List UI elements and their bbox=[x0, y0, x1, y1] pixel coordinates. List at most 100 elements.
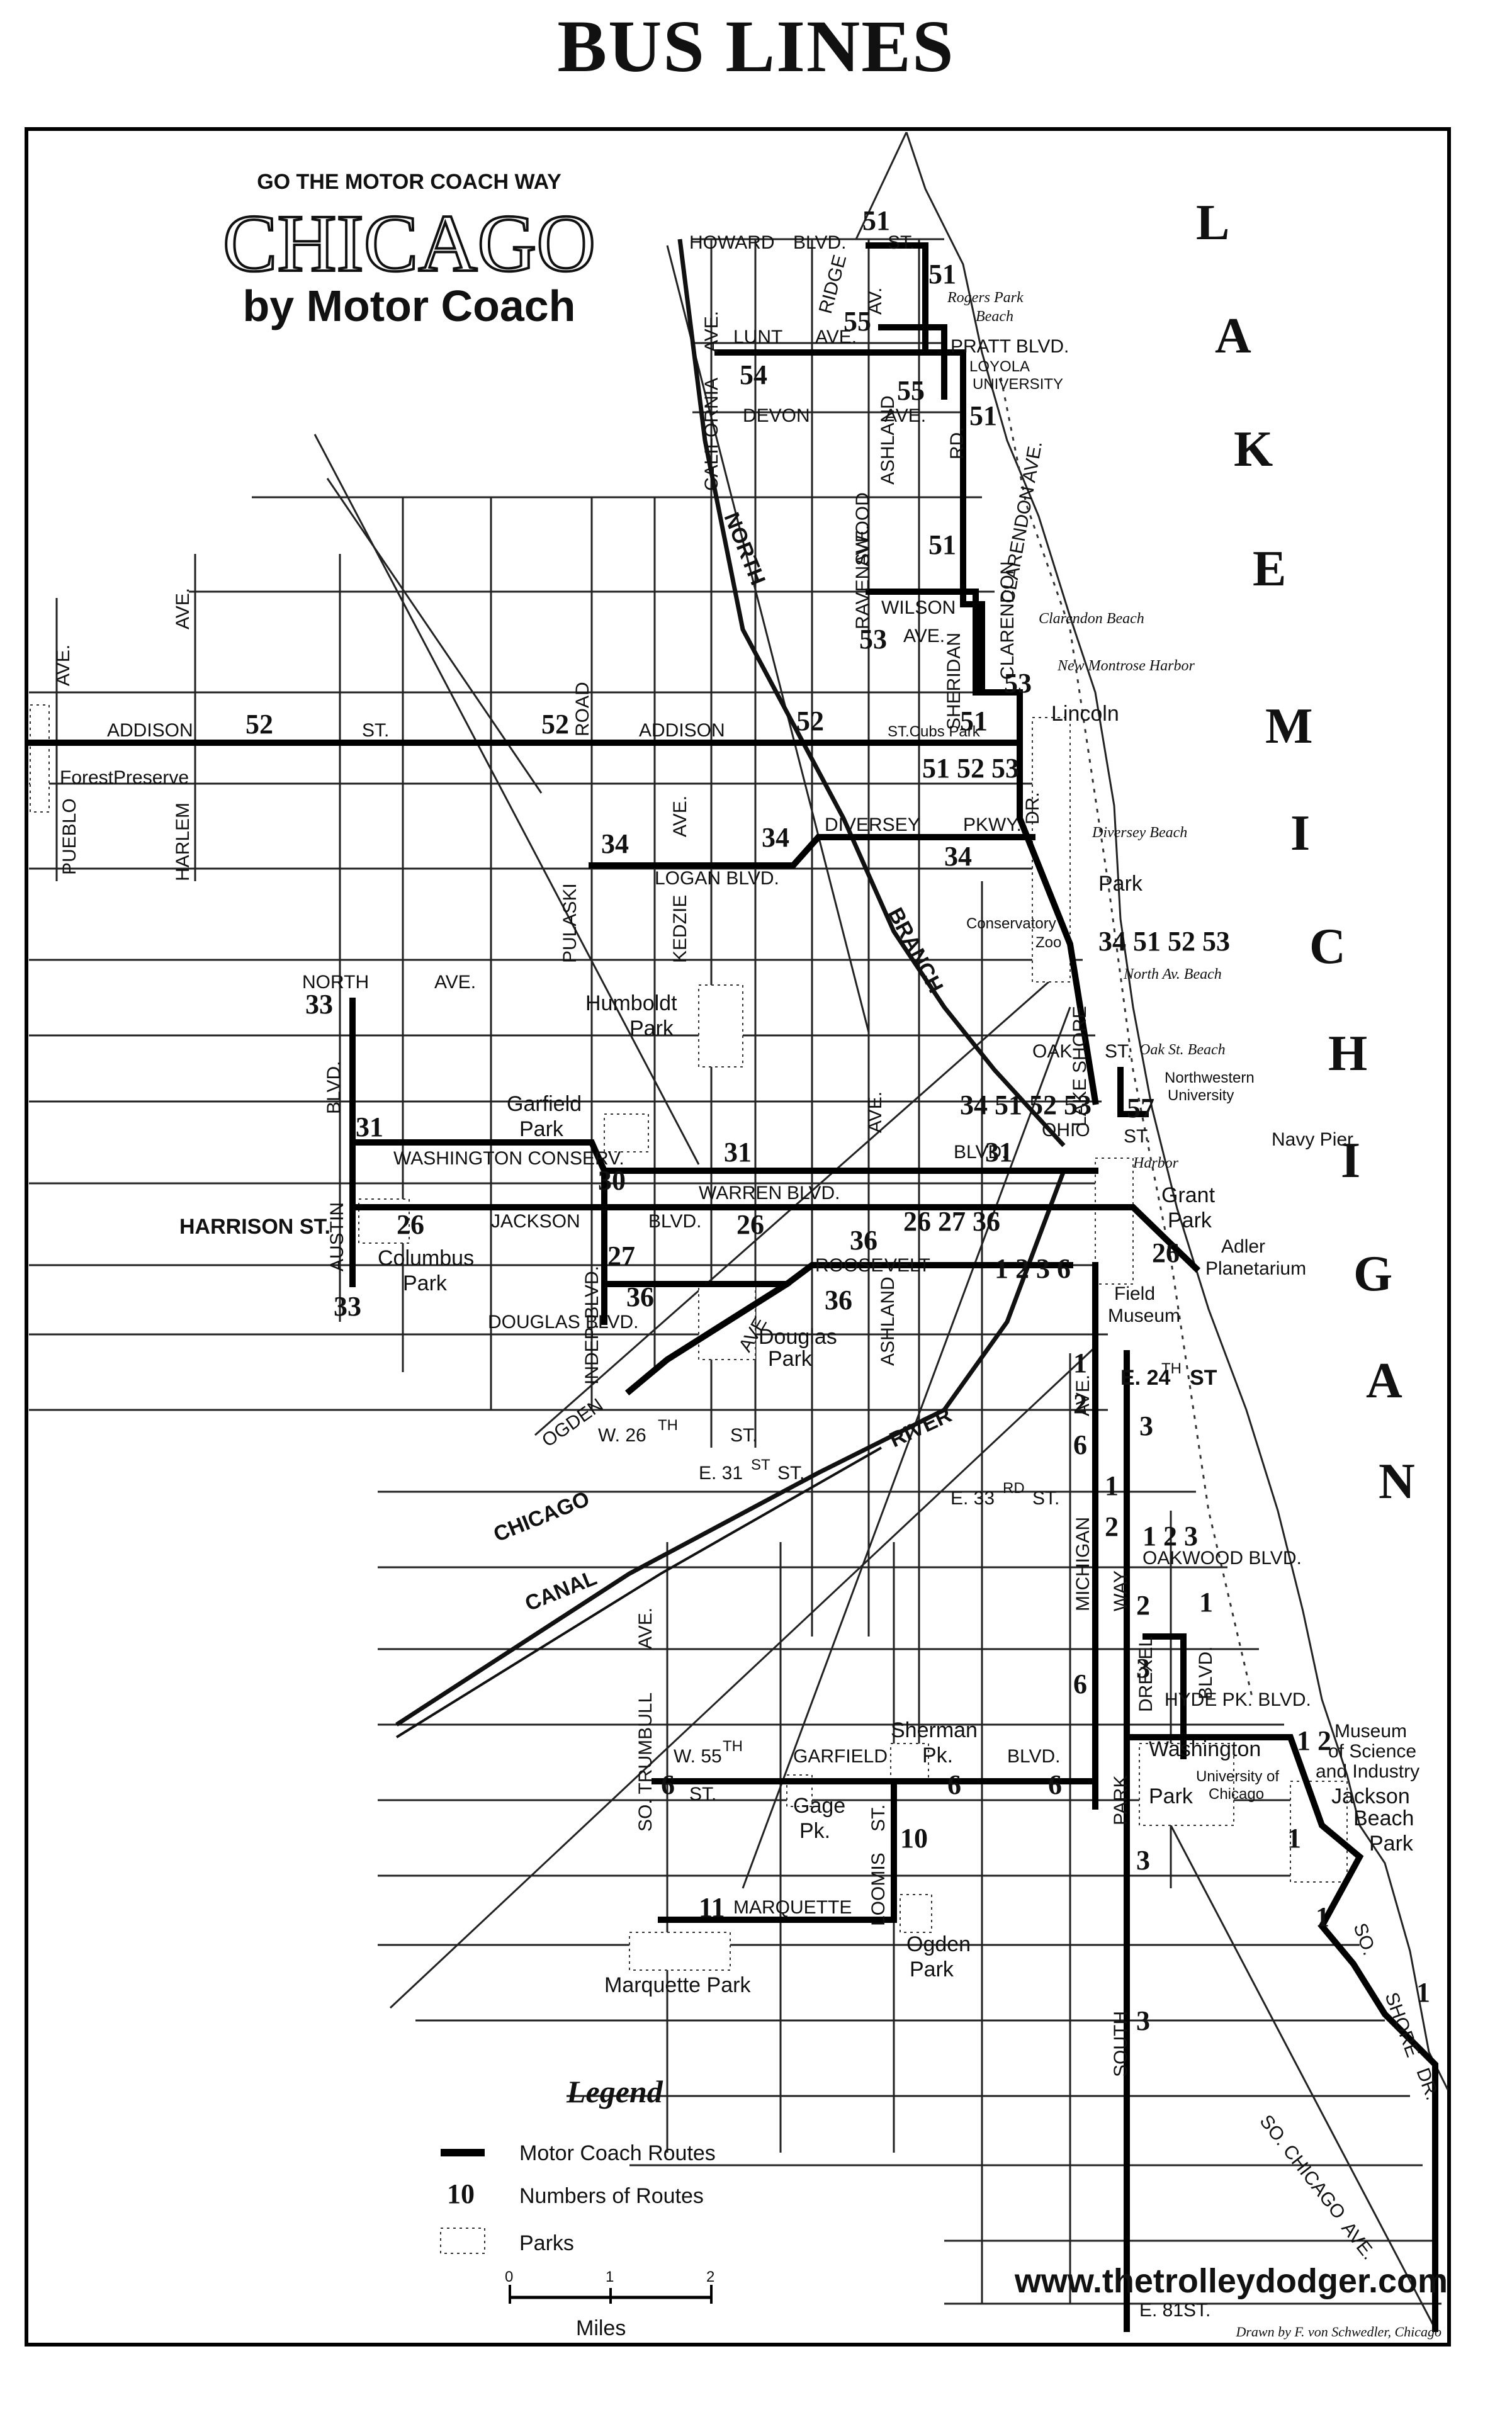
place-marquette-park: Marquette Park bbox=[604, 1973, 751, 1997]
route-label: 11 bbox=[699, 1892, 725, 1923]
garfield-park-area bbox=[604, 1113, 649, 1152]
lake-letter-1: L bbox=[1196, 195, 1229, 251]
route-label: 53 bbox=[1004, 668, 1032, 699]
sanitary-canal bbox=[395, 1446, 882, 1738]
label-california: CALIFORNIA bbox=[701, 378, 722, 491]
route-1-2-jackson-park bbox=[1124, 1734, 1438, 2332]
route-label: 33 bbox=[334, 1291, 361, 1322]
chicago-river-south-branch bbox=[395, 1169, 1066, 1727]
route-label: 30 bbox=[598, 1165, 626, 1196]
chicago-river-north-branch bbox=[677, 239, 1066, 1147]
route-label: 34 bbox=[762, 822, 789, 853]
sherman-park-area bbox=[890, 1743, 929, 1782]
route-label: 1 2 3 bbox=[1142, 1521, 1198, 1552]
route-label: 26 bbox=[1152, 1237, 1180, 1268]
place-garfield-a: Garfield bbox=[507, 1092, 582, 1116]
place-jackson-c: Park bbox=[1369, 1832, 1414, 1856]
route-label: 55 bbox=[897, 375, 925, 406]
route-1-drexel bbox=[1142, 1633, 1187, 1759]
route-label: 34 bbox=[601, 828, 629, 859]
place-gage-a: Gage bbox=[793, 1794, 845, 1818]
label-e31-st2: ST. bbox=[777, 1463, 804, 1484]
label-north-ave-suffix: AVE. bbox=[434, 972, 476, 993]
label-w55: W. 55 bbox=[674, 1746, 722, 1767]
humboldt-park-area bbox=[698, 984, 743, 1068]
place-columbus-a: Columbus bbox=[378, 1246, 474, 1270]
label-ashland: ASHLAND bbox=[877, 1276, 898, 1366]
route-label: 1 bbox=[1316, 1901, 1329, 1932]
place-garfield-b: Park bbox=[519, 1117, 564, 1141]
place-ogden-park-a: Ogden bbox=[906, 1932, 971, 1956]
label-oakwood: OAKWOOD BLVD. bbox=[1142, 1548, 1302, 1569]
label-clarendon-mid: CLARENDON bbox=[997, 561, 1018, 680]
page-title: BUS LINES bbox=[557, 5, 955, 87]
place-ogden-park-b: Park bbox=[910, 1958, 954, 1981]
label-ave-mid: AVE. bbox=[865, 1091, 886, 1133]
label-garfield-blvd: BLVD. bbox=[1007, 1746, 1060, 1767]
label-devon: DEVON bbox=[743, 405, 810, 426]
place-grant-b: Park bbox=[1168, 1208, 1212, 1232]
legend-numbers-label: Numbers of Routes bbox=[519, 2184, 704, 2208]
route-label: 26 bbox=[397, 1209, 424, 1240]
label-south: SOUTH bbox=[1110, 2011, 1131, 2077]
place-douglas-b: Park bbox=[768, 1347, 813, 1371]
route-label: 31 bbox=[356, 1112, 383, 1142]
legend-title: Legend bbox=[566, 2074, 663, 2109]
label-park-vert: PARK bbox=[1110, 1776, 1131, 1825]
lake-shoreline bbox=[905, 132, 1449, 2090]
place-columbus-b: Park bbox=[403, 1271, 448, 1295]
legend-number-sample: 10 bbox=[447, 2178, 475, 2209]
route-number-labels: 51 51 55 54 55 51 51 53 53 51 52 52 52 5… bbox=[245, 205, 1430, 2036]
label-lunt: LUNT bbox=[733, 327, 782, 347]
label-e24: E. 24 bbox=[1120, 1366, 1170, 1390]
label-marquette: MARQUETTE bbox=[733, 1897, 852, 1918]
label-av: AV. bbox=[865, 288, 886, 315]
place-lincoln: Lincoln bbox=[1051, 702, 1119, 726]
label-northwestern-univ: University bbox=[1168, 1087, 1234, 1104]
label-loyola: LOYOLA bbox=[969, 358, 1030, 375]
route-label: 6 bbox=[1048, 1769, 1062, 1800]
label-w26-th: TH bbox=[658, 1417, 678, 1434]
ogden-park-area bbox=[900, 1894, 932, 1933]
label-st-addison: ST. bbox=[362, 720, 389, 741]
route-51-52-53-trunk bbox=[1017, 689, 1099, 1105]
place-museum-c: and Industry bbox=[1316, 1761, 1419, 1782]
route-label: 34 bbox=[944, 841, 972, 872]
legend: Legend Motor Coach Routes 10 Numbers of … bbox=[440, 2074, 716, 2340]
label-e31-st: ST bbox=[751, 1456, 770, 1473]
route-label: 1 2 bbox=[1297, 1725, 1331, 1756]
lake-letter-8: H bbox=[1328, 1026, 1367, 1081]
route-label: 6 bbox=[661, 1769, 675, 1800]
label-blvd-top: BLVD. bbox=[793, 232, 846, 253]
label-garfield: GARFIELD bbox=[793, 1746, 888, 1767]
label-w55-th: TH bbox=[723, 1738, 743, 1755]
route-label: 2 bbox=[1073, 1389, 1087, 1419]
label-loomis-st: ST. bbox=[868, 1805, 889, 1832]
scale-unit: Miles bbox=[576, 2316, 626, 2340]
label-way: WAY bbox=[1110, 1570, 1131, 1611]
city-title: CHICAGO bbox=[223, 198, 595, 289]
route-label: 51 bbox=[960, 706, 988, 736]
route-label: 1 bbox=[1287, 1823, 1301, 1854]
map-credit: Drawn by F. von Schwedler, Chicago bbox=[1235, 2324, 1441, 2340]
label-roosevelt-a: ROOSE bbox=[815, 1255, 883, 1276]
label-ashland-top: ASHLAND bbox=[877, 395, 898, 485]
label-jackson: JACKSON bbox=[491, 1211, 580, 1232]
label-hyde-park: HYDE PK. BLVD. bbox=[1165, 1689, 1311, 1710]
label-austin: AUSTIN bbox=[327, 1202, 347, 1271]
place-park-lincoln: Park bbox=[1098, 872, 1143, 896]
label-kedzie: KEDZIE bbox=[670, 895, 691, 963]
label-pueblo-ave: AVE. bbox=[53, 645, 74, 686]
route-label: 6 bbox=[1073, 1669, 1087, 1699]
label-university: UNIVERSITY bbox=[973, 376, 1063, 393]
label-pueblo: PUEBLO bbox=[59, 798, 80, 875]
lincoln-park-area bbox=[1032, 717, 1071, 983]
route-label: 54 bbox=[740, 359, 767, 390]
label-kedzie-ave: AVE. bbox=[670, 796, 691, 837]
route-label: 2 bbox=[1136, 1590, 1150, 1621]
route-label: 51 bbox=[928, 259, 956, 290]
route-label: 51 52 53 bbox=[922, 753, 1019, 784]
place-humboldt-b: Park bbox=[629, 1017, 674, 1040]
place-adler-a: Adler bbox=[1221, 1236, 1265, 1257]
label-navy-pier: Navy Pier bbox=[1272, 1129, 1353, 1150]
